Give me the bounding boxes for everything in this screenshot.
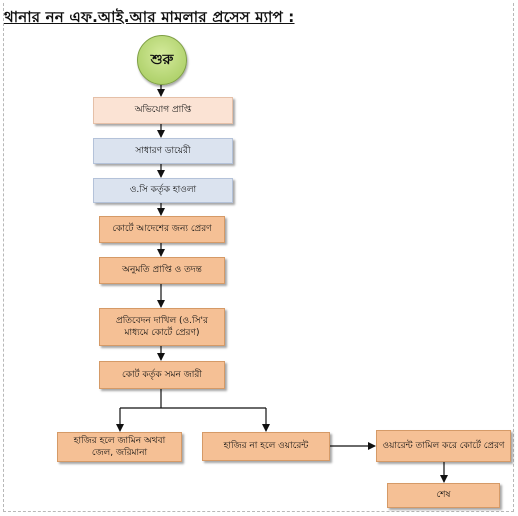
step-report-submission: প্রতিবেদন দাখিল (ও.সি'র মাধ্যমে কোর্টে প… <box>99 308 225 346</box>
branch-present-bail-jail-fine: হাজির হলে জামিন অথবা জেল, জরিমানা <box>57 432 182 462</box>
step-general-diary: সাধারণ ডায়েরী <box>93 138 233 164</box>
page-frame <box>3 3 514 512</box>
step-sent-to-court: কোর্টে আদেশের জন্য প্রেরণ <box>99 216 225 243</box>
end-node: শেষ <box>387 483 500 508</box>
step-complaint-received: অভিযোগ প্রাপ্তি <box>93 97 233 124</box>
step-warrant-executed: ওয়ারেন্ট তামিল করে কোর্টে প্রেরণ <box>376 430 511 462</box>
step-oc-assignment: ও.সি কর্তৃক হাওলা <box>93 178 233 203</box>
branch-absent-warrant: হাজির না হলে ওয়ারেন্ট <box>202 432 330 461</box>
step-permission-investigation: অনুমতি প্রাপ্তি ও তদন্ত <box>99 257 225 284</box>
step-summons-issued: কোর্ট কর্তৃক সমন জারী <box>99 361 225 389</box>
start-node: শুরু <box>137 35 187 85</box>
page-title: থানার নন এফ.আই.আর মামলার প্রসেস ম্যাপ : <box>4 8 295 26</box>
